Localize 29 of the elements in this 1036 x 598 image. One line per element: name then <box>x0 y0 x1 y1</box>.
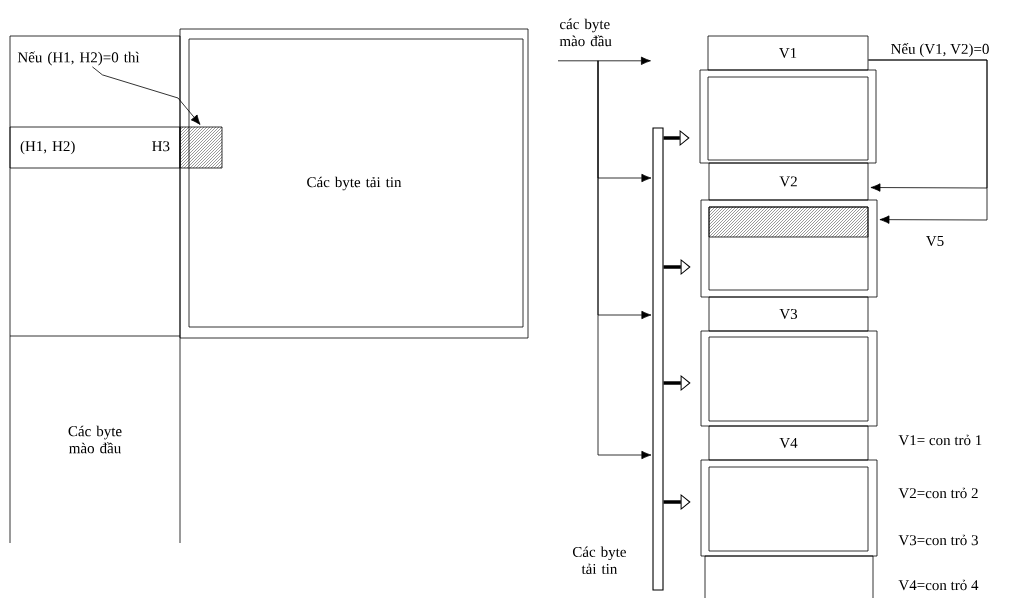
block-arrow <box>663 259 691 275</box>
note-text: V3=con trỏ 3 <box>898 534 978 546</box>
header-cell: V2 <box>708 162 869 201</box>
arrow <box>868 59 988 224</box>
header-cell: V1 <box>707 35 869 71</box>
text-cell: Các byte mào đầu <box>9 335 181 544</box>
block-arrow <box>663 130 690 146</box>
note-text: V4=con trỏ 4 <box>898 579 979 591</box>
arrow <box>597 60 652 460</box>
payload-box: Các byte tải tin <box>179 28 529 339</box>
header-cell: V4 <box>708 425 869 461</box>
table-row: (H1, H2) H3 <box>9 126 181 169</box>
note-text: V2=con trỏ 2 <box>898 487 978 499</box>
frame-box <box>699 69 877 164</box>
block-arrow <box>663 375 691 391</box>
arrow <box>557 56 651 65</box>
header-cell: V3 <box>708 296 869 332</box>
edge-label: V5 <box>924 235 946 248</box>
frame-box <box>700 330 878 427</box>
frame-box <box>700 459 878 557</box>
block-arrow <box>663 494 691 510</box>
heading-text: các byte mào đầu <box>559 18 612 47</box>
leader-line <box>92 66 201 125</box>
side-label: Các byte tải tin <box>572 546 626 574</box>
edge-label: Nếu (V1, V2)=0 <box>889 42 991 59</box>
note-text: Nếu (H1, H2)=0 thì <box>17 51 140 66</box>
frame-box <box>700 199 878 298</box>
note-text: V1= con trỏ 1 <box>898 434 982 446</box>
frame-box <box>708 206 869 238</box>
